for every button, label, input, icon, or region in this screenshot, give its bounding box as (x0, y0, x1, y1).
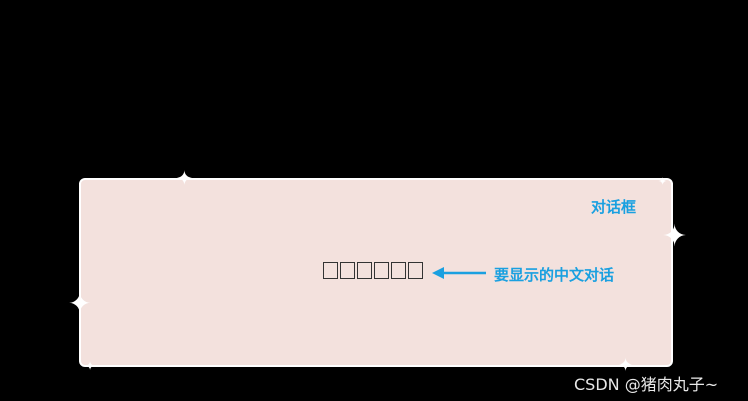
missing-glyph-box (374, 262, 389, 279)
missing-glyph-box (391, 262, 406, 279)
sparkle-icon: ✦ (662, 219, 688, 254)
sparkle-icon: ✦ (85, 359, 96, 373)
dialog-text-annotation: 要显示的中文对话 (494, 266, 615, 284)
missing-glyph-box (340, 262, 355, 279)
left-arrow-icon (432, 267, 486, 279)
dialog-box (79, 178, 673, 367)
watermark: CSDN @猪肉丸子~ (574, 375, 719, 394)
missing-glyph-box (323, 262, 338, 279)
missing-glyph-box (408, 262, 423, 279)
dialog-text-missing-glyphs (323, 262, 425, 281)
dialog-box-annotation: 对话框 (591, 198, 637, 216)
sparkle-icon: ✦ (658, 175, 668, 188)
sparkle-icon: ✦ (176, 166, 193, 190)
missing-glyph-box (357, 262, 372, 279)
sparkle-icon: ✦ (68, 287, 92, 320)
sparkle-icon: ✦ (618, 355, 634, 376)
